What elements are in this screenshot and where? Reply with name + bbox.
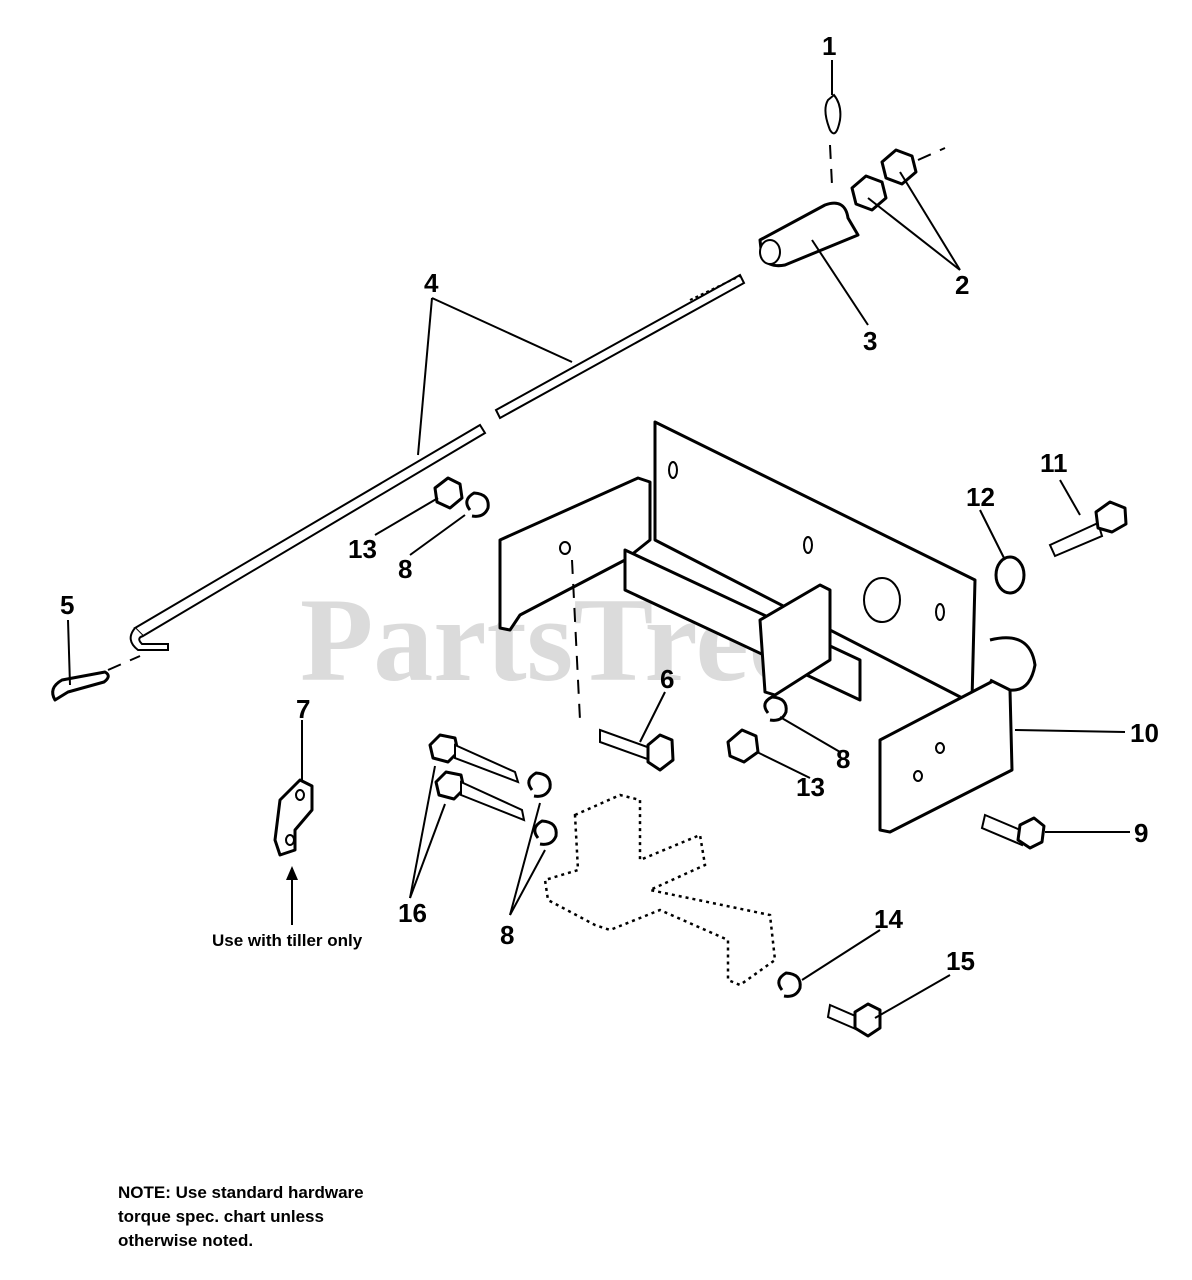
- callout-4: 4: [424, 268, 439, 298]
- callout-9: 9: [1134, 818, 1148, 848]
- bolt-long: [428, 733, 526, 822]
- control-rod: [129, 273, 746, 651]
- lock-washer: [763, 695, 788, 722]
- callout-6: 6: [660, 664, 674, 694]
- callout-8-center: 8: [836, 744, 850, 774]
- hairpin-clip: [51, 670, 110, 702]
- flat-washer: [994, 555, 1026, 595]
- note-line-1: NOTE: Use standard hardware: [118, 1183, 364, 1202]
- hitch-plate-ghost: [543, 793, 777, 987]
- bolt: [599, 728, 675, 772]
- lock-washer: [777, 971, 802, 998]
- tiller-bracket: [273, 778, 314, 857]
- bolt-side: [1048, 500, 1128, 558]
- callout-10: 10: [1130, 718, 1159, 748]
- ferrule: [758, 201, 860, 268]
- leader-lines: [67, 60, 1130, 1019]
- callout-12: 12: [966, 482, 995, 512]
- hex-nut: [433, 476, 464, 510]
- callout-1: 1: [822, 31, 836, 61]
- callout-13-left: 13: [348, 534, 377, 564]
- hairpin-cotter: [824, 93, 842, 135]
- lock-washer: [527, 771, 552, 798]
- callout-labels: 1 2 3 4 5 6 7 8 8 8 9 10 11 12 13 13 14 …: [60, 31, 1159, 976]
- mounting-bracket: [498, 420, 1037, 834]
- callout-15: 15: [946, 946, 975, 976]
- callout-13-center: 13: [796, 772, 825, 802]
- lock-washer: [533, 819, 558, 846]
- callout-11: 11: [1040, 448, 1068, 478]
- lock-washer: [465, 491, 490, 518]
- callout-8-bottom: 8: [500, 920, 514, 950]
- callout-2: 2: [955, 270, 969, 300]
- callout-16: 16: [398, 898, 427, 928]
- flange-bolt: [980, 813, 1046, 850]
- hex-nut: [850, 148, 918, 212]
- callout-3: 3: [863, 326, 877, 356]
- callout-5: 5: [60, 590, 74, 620]
- callout-14: 14: [874, 904, 903, 934]
- tiller-label: Use with tiller only: [212, 931, 363, 950]
- note-line-2: torque spec. chart unless: [118, 1207, 324, 1226]
- callout-7: 7: [296, 694, 310, 724]
- hex-nut: [726, 728, 760, 764]
- callout-8-left: 8: [398, 554, 412, 584]
- bolt-small: [826, 1002, 882, 1038]
- note-line-3: otherwise noted.: [118, 1231, 253, 1250]
